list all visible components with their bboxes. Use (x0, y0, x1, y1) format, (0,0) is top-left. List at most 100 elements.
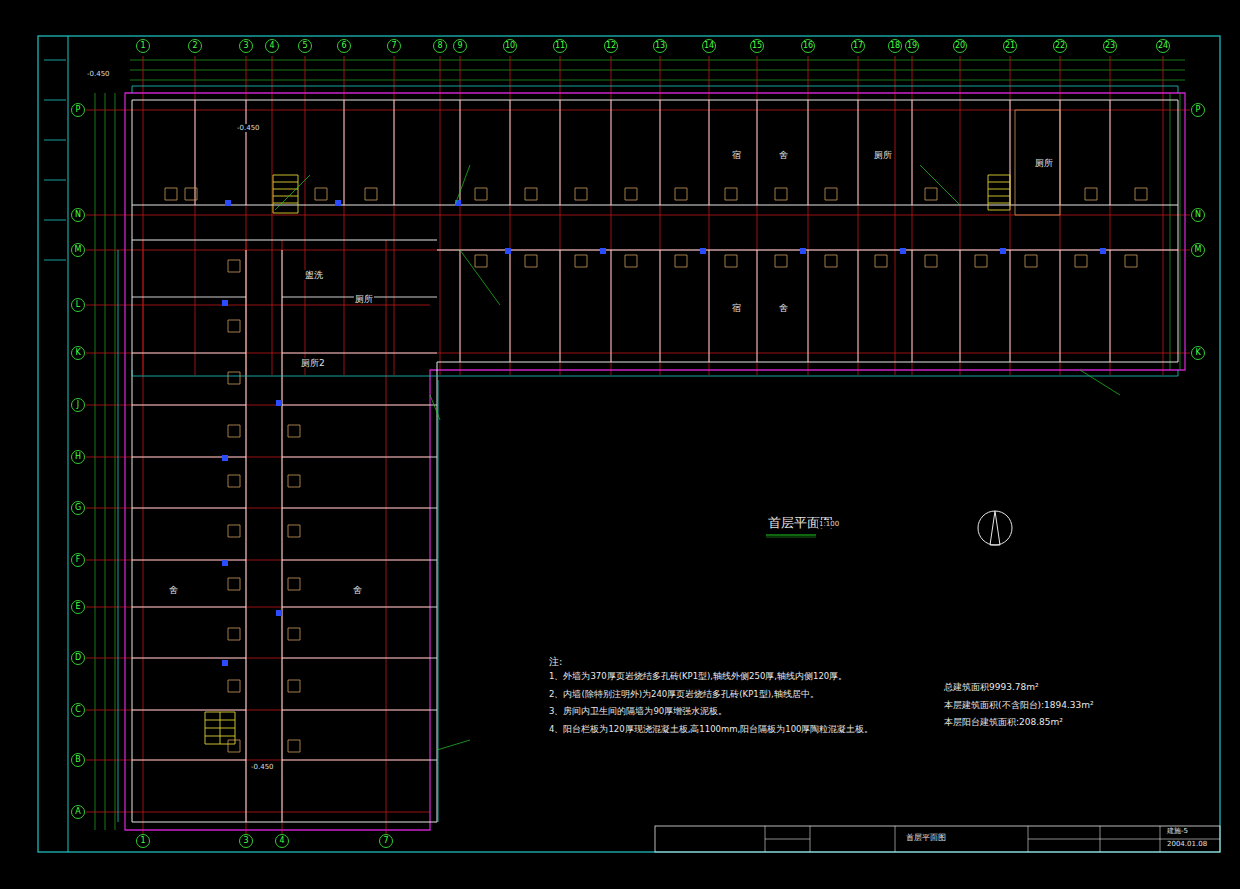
note-text: 3、房间内卫生间的隔墙为90厚增强水泥板。 (548, 707, 728, 717)
axis-bubble: 19 (905, 39, 919, 53)
axis-bubble: N (1191, 208, 1205, 222)
axis-bubble: 2 (188, 39, 202, 53)
axis-bubble: M (1191, 243, 1205, 257)
room-label: 厕所2 (300, 358, 326, 368)
elevation-mark: -0.450 (250, 763, 275, 771)
axis-label: 23 (1105, 42, 1115, 50)
sheet-title: 首层平面图 (905, 833, 947, 842)
elevation-mark: -0.450 (236, 124, 261, 132)
axis-bubble: A (71, 805, 85, 819)
axis-label: 3 (243, 42, 248, 50)
axis-bubble: 7 (379, 834, 393, 848)
axis-bubble: 18 (888, 39, 902, 53)
axis-bubble: L (71, 298, 85, 312)
room-label: 宿 (731, 150, 742, 160)
axis-label: L (76, 301, 80, 309)
axis-bubble: 3 (239, 39, 253, 53)
axis-label: 10 (505, 42, 515, 50)
axis-bubble: 8 (433, 39, 447, 53)
note-text: 2、内墙(除特别注明外)为240厚页岩烧结多孔砖(KP1型),轴线居中。 (548, 690, 820, 700)
axis-label: 13 (655, 42, 665, 50)
axis-bubble: G (71, 501, 85, 515)
axis-bubble: 15 (750, 39, 764, 53)
axis-bubble: 21 (1003, 39, 1017, 53)
axis-label: 14 (704, 42, 714, 50)
area-text: 本层建筑面积(不含阳台):1894.33m² (943, 700, 1095, 710)
axis-bubble: P (71, 103, 85, 117)
axis-bubble: 1 (136, 39, 150, 53)
axis-label: F (76, 556, 81, 564)
axis-label: 7 (391, 42, 396, 50)
area-text: 本层阳台建筑面积:208.85m² (943, 717, 1064, 727)
axis-label: 4 (279, 837, 284, 845)
axis-bubble: 17 (851, 39, 865, 53)
axis-bubble: 7 (387, 39, 401, 53)
axis-bubble: 4 (265, 39, 279, 53)
axis-label: 17 (853, 42, 863, 50)
axis-bubble: 14 (702, 39, 716, 53)
room-label: 厕所 (354, 294, 374, 304)
axis-label: G (75, 504, 81, 512)
room-label: 厕所 (1034, 158, 1054, 168)
axis-label: 2 (192, 42, 197, 50)
axis-label: J (77, 401, 79, 409)
axis-label: 21 (1005, 42, 1015, 50)
room-label: 盥洗 (304, 270, 324, 280)
area-text: 总建筑面积9993.78m² (943, 682, 1040, 692)
axis-label: 1 (140, 42, 145, 50)
axis-label: 18 (890, 42, 900, 50)
axis-bubble: 23 (1103, 39, 1117, 53)
axis-bubble: E (71, 600, 85, 614)
axis-bubble: B (71, 753, 85, 767)
axis-bubble: N (71, 208, 85, 222)
room-label: 舍 (778, 150, 789, 160)
axis-bubble: 3 (239, 834, 253, 848)
axis-label: P (76, 106, 81, 114)
axis-bubble: 4 (275, 834, 289, 848)
note-text: 1、外墙为370厚页岩烧结多孔砖(KP1型),轴线外侧250厚,轴线内侧120厚… (548, 672, 848, 682)
sheet-date: 2004.01.08 (1166, 840, 1208, 848)
axis-label: 8 (437, 42, 442, 50)
axis-label: 24 (1158, 42, 1168, 50)
axis-label: B (75, 756, 81, 764)
scale-label: 1:100 (818, 520, 840, 528)
axis-label: 22 (1055, 42, 1065, 50)
axis-label: A (75, 808, 80, 816)
room-label: 舍 (168, 585, 179, 595)
axis-label: 1 (140, 837, 145, 845)
axis-label: 5 (302, 42, 307, 50)
axis-bubble: P (1191, 103, 1205, 117)
axis-label: E (75, 603, 80, 611)
axis-label: P (1196, 106, 1201, 114)
axis-bubble: M (71, 243, 85, 257)
axis-label: 3 (243, 837, 248, 845)
axis-label: 11 (555, 42, 565, 50)
axis-bubble: 1 (136, 834, 150, 848)
axis-label: C (75, 706, 81, 714)
axis-label: M (1195, 246, 1202, 254)
axis-bubble: 10 (503, 39, 517, 53)
axis-bubble: C (71, 703, 85, 717)
axis-label: H (75, 453, 81, 461)
axis-label: 6 (341, 42, 346, 50)
axis-label: 9 (457, 42, 462, 50)
axis-bubble: 9 (453, 39, 467, 53)
axis-label: 19 (907, 42, 917, 50)
note-heading: 注: (548, 656, 563, 668)
axis-bubble: 24 (1156, 39, 1170, 53)
room-label: 舍 (352, 585, 363, 595)
axis-bubble: K (71, 346, 85, 360)
axis-bubble: J (71, 398, 85, 412)
axis-label: 4 (269, 42, 274, 50)
axis-bubble: 16 (801, 39, 815, 53)
axis-bubble: 5 (298, 39, 312, 53)
sheet-number: 建施-5 (1166, 827, 1189, 835)
axis-bubble: K (1191, 346, 1205, 360)
room-label: 舍 (778, 303, 789, 313)
axis-label: M (75, 246, 82, 254)
axis-bubble: D (71, 651, 85, 665)
axis-bubble: F (71, 553, 85, 567)
axis-bubble: H (71, 450, 85, 464)
axis-bubble: 11 (553, 39, 567, 53)
